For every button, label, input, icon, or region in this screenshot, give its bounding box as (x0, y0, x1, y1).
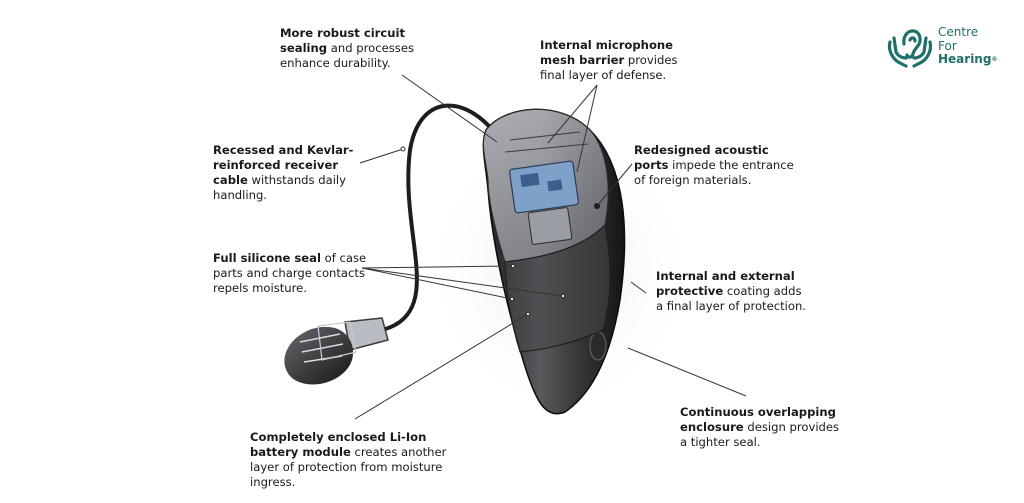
callout-battery-module: Completely enclosed Li-Ion battery modul… (250, 430, 447, 489)
centre-for-hearing-logo-icon (887, 29, 933, 68)
callout-microphone-mesh: Internal microphone mesh barrier provide… (540, 38, 678, 82)
leader-lines (354, 74, 747, 420)
brand-name: Centre For Hearing® (938, 25, 998, 67)
callout-protective-coating: Internal and external protective coating… (656, 269, 806, 313)
callout-acoustic-ports: Redesigned acoustic ports impede the ent… (634, 143, 794, 187)
receiver-dome (284, 317, 389, 385)
leader-dots (400, 146, 566, 317)
callout-circuit-sealing: More robust circuit sealing and processe… (280, 26, 415, 70)
callout-receiver-cable: Recessed and Kevlar-reinforced receiver … (213, 143, 354, 202)
circuit-board (504, 131, 589, 245)
registered-mark: ® (991, 56, 998, 63)
battery-module (504, 223, 611, 353)
brand-line-3: Hearing® (938, 52, 998, 66)
callout-silicone-seal: Full silicone seal of case parts and cha… (213, 251, 367, 295)
brand-line-2: For (938, 38, 957, 53)
callout-overlapping-enclosure: Continuous overlapping enclosure design … (680, 405, 840, 449)
brand-line-1: Centre (938, 25, 979, 39)
side-contact (589, 331, 607, 361)
